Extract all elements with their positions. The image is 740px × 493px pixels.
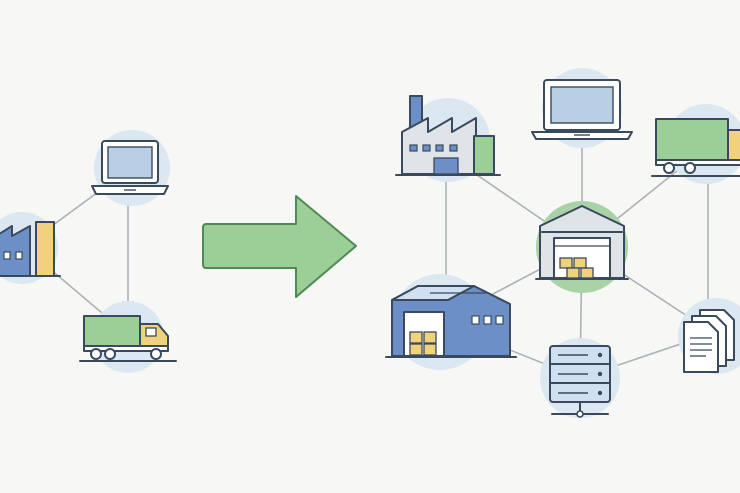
server-icon [549,345,611,418]
warehouse-icon [535,205,629,280]
factory-icon [0,221,61,277]
right-documents-node [678,298,740,374]
left-network [0,130,177,373]
delivery-truck-icon [79,315,177,362]
delivery-truck-icon [651,118,740,177]
right-warehouse-node [385,274,517,370]
right-server-node [540,338,620,418]
left-factory-node [0,212,61,284]
warehouse-large-icon [385,285,517,358]
right-network [385,68,740,418]
factory-icon [395,95,501,176]
left-truck-node [79,301,177,373]
documents-icon [683,309,735,373]
right-arrow-icon [202,195,357,298]
warehouse-hub-node [535,201,629,293]
right-truck-node [651,104,740,184]
laptop-icon [91,140,169,195]
laptop-icon [531,79,633,140]
left-laptop-node [91,130,170,206]
right-laptop-node [531,68,633,148]
right-factory-node [395,95,501,182]
